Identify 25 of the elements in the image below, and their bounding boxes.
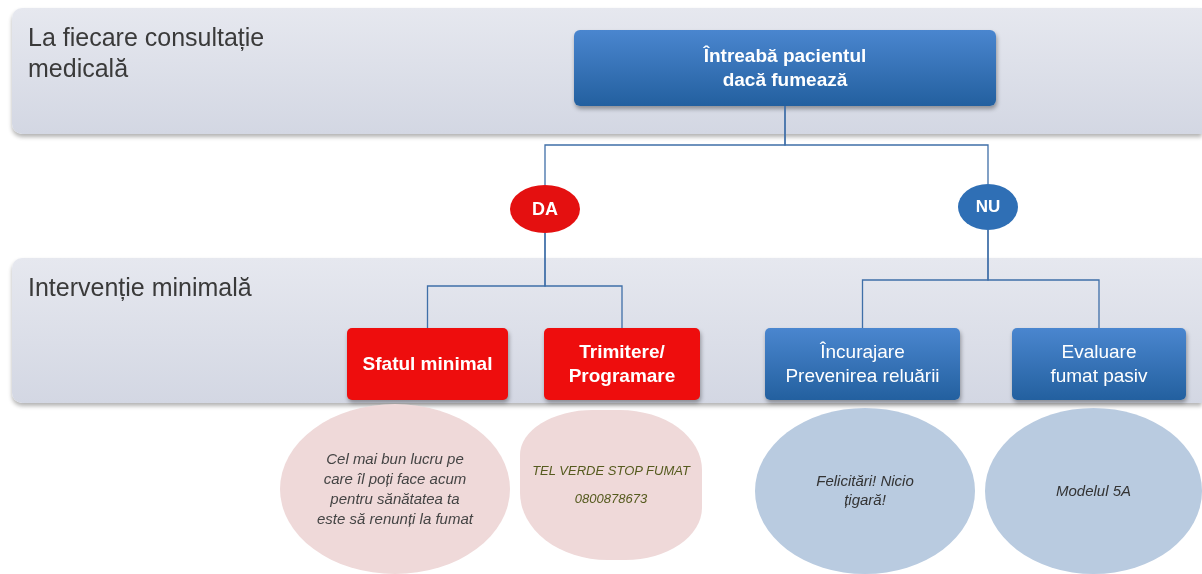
node-text: Modelul 5A [1055, 481, 1131, 501]
action-box [347, 328, 508, 400]
node-text: Trimitere/ Programare [567, 340, 677, 388]
action-box [544, 328, 700, 400]
node-text: Cel mai bun lucru pe care îl poți face acum pentru sănătatea ta este să renunți la fumat [316, 448, 474, 530]
node-text: Încurajare Prevenirea reluării [784, 340, 941, 388]
action-box [1012, 328, 1186, 400]
node-text: NU [975, 196, 1001, 218]
question-box [574, 30, 996, 106]
action-box [765, 328, 960, 400]
node-text: DA [532, 197, 558, 221]
connector-line [987, 229, 1100, 329]
node-text: Întreabă pacientul dacă fumează [702, 44, 868, 92]
band-label [12, 8, 1202, 134]
node-text: Intervenție minimală [28, 272, 252, 303]
connector-line [544, 232, 623, 329]
node-text: 0800878673 [574, 491, 648, 508]
node-text: TEL VERDE STOP FUMAT [532, 462, 690, 479]
band-label [12, 258, 1202, 403]
node-text: Evaluare fumat pasiv [1049, 340, 1149, 388]
connector-line [784, 105, 989, 185]
note-ellipse [985, 408, 1202, 574]
node-text: Sfatul minimal [362, 352, 493, 376]
node-text: Felicitări! Nicio țigară! [815, 472, 915, 510]
node-text: La fiecare consultație medicală [28, 22, 266, 85]
